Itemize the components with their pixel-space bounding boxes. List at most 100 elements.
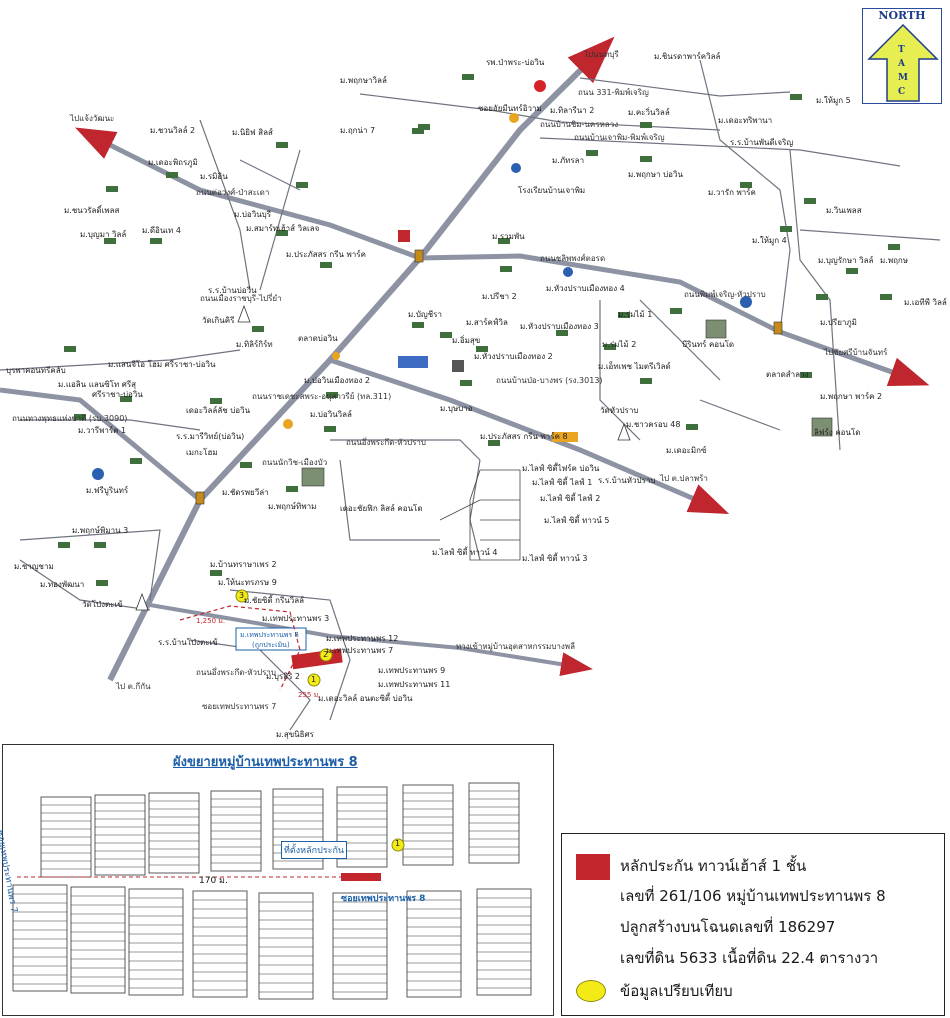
road-label: ถนนราชเดชะสพระ-อนุสาวรีย์ (ทล.311): [252, 392, 392, 401]
comparable-marker-1: [307, 673, 321, 687]
landmark-icons: [92, 80, 752, 480]
place-label: ม.เดอะพิถรภูมิ: [148, 158, 198, 167]
place-label: วัดหัวปราบ: [600, 406, 639, 415]
place-label: ม.พฤกษา บ่อวิน: [628, 170, 683, 179]
place-label: ม.บุญรักษา วิลล์: [818, 256, 874, 265]
road-to-chaengwattana: [75, 127, 421, 261]
place-label: ม.สาร์คฟ์วิล: [466, 318, 508, 327]
road-label: ไป ต.กีกัน: [116, 682, 151, 691]
place-label: ม.พฤกษาวิลล์: [340, 76, 387, 85]
plan-block: [148, 792, 200, 874]
place-label: ม.บุรสิริ 2: [266, 672, 301, 681]
place-label: ม.ปรีชา 2: [482, 292, 517, 301]
place-label: ม.บ่อวินวิลล์: [310, 410, 352, 419]
road-label: ถนนเมืองราชบุรี-ไปรี่ยำ: [200, 294, 282, 303]
road-label: ถนนอึ่งพระกึด-หัวปราบ: [346, 438, 426, 447]
road-label: ไปนนทบุรี: [584, 50, 619, 59]
place-label: บุรพาคอนทรีคลับ: [6, 366, 66, 375]
place-label: เดอะวิลล์ลัช บ่อวิน: [186, 406, 251, 415]
place-label: ม.ฟรีบูรินทร์: [86, 486, 129, 495]
place-label: ม.ไลฟ์ ซิตี้ ทาวน์ 4: [432, 548, 498, 557]
place-label: ม.รมิอิน: [200, 172, 228, 181]
legend-comparable-swatch: [576, 980, 606, 1002]
legend-line-2: เลขที่ 261/106 หมู่บ้านเทพประทานพร 8: [620, 887, 886, 905]
village-icons: [58, 74, 900, 586]
road-label: ไป ต.ปลาพร้า: [660, 474, 708, 483]
place-label: ม.เทพประทานพร 12: [326, 634, 399, 643]
plan-subject-lot: [341, 873, 381, 881]
plan-block: [402, 784, 454, 866]
place-label: ม.ชาญชาม: [14, 562, 54, 571]
life-city-grid: [439, 469, 521, 561]
road-label: ถนนบ้านเจาพิม-พิมพ์เจริญ: [574, 133, 665, 142]
location-map: NORTH T A M C ไปนนทบุรีไปแจ้งวัฒนะถนน 33…: [0, 8, 947, 739]
place-label: ม.บ้านทราษาเพร 2: [210, 560, 277, 569]
north-arrow: NORTH T A M C: [862, 8, 942, 104]
plan-marker-label: 1: [395, 839, 401, 848]
place-label: ม.แอลิน แลนซิโท ศรีสุ: [58, 380, 137, 389]
place-label: ตลาดบ่อวิน: [298, 334, 338, 343]
place-label: ม.บ่อวินบุรี: [234, 210, 272, 219]
place-label: ซอยอัยมีนทร์อิวาม: [478, 104, 542, 113]
place-label: ม.เทพประทานพร 3: [262, 614, 330, 623]
place-label: ม.ไลฟ์ ซิตี้ ทาวน์ 5: [544, 516, 610, 525]
place-label: ร.ร.บ้านพันดีเจริญ: [730, 138, 794, 147]
place-label: ม.ไลฟ์ ซิตี้ ไลฟ์ 2: [540, 494, 601, 503]
plan-block: [468, 782, 520, 864]
road-label: ถนนต่อวงศ์-ป่าสะเดา: [196, 188, 270, 197]
plan-block: [406, 890, 462, 998]
place-label: ม.เดอะมิกซ์: [666, 446, 707, 455]
callout-subject-note: (ถูกประเมิน): [252, 641, 290, 649]
place-label: ม.ชนวรัลดิ์เพลส: [64, 206, 120, 215]
place-label: ม.บุษบาอ: [440, 404, 473, 413]
plan-block: [210, 790, 262, 872]
tamc-letter-a: A: [898, 59, 905, 69]
plan-comparable-marker: [391, 838, 405, 852]
place-label: รพ.ป่าพระ-บ่อวิน: [486, 58, 545, 67]
plan-soi-label: ซอยเทพประทานพร 8: [341, 894, 426, 904]
plan-block: [332, 892, 388, 1000]
place-label: ม.เทพประทานพร 9: [378, 666, 446, 675]
place-label: ม.ประภัสสร กรีน พาร์ค 8: [480, 432, 568, 441]
distance-255: 255 ม.: [298, 691, 321, 699]
place-label: เดอะชัยฟิก ลิสล์ คอนโด: [340, 504, 423, 513]
plan-distance: 170 ม.: [199, 876, 228, 886]
place-label: ตลาดสำลวง: [766, 370, 809, 379]
place-label: ม.ชินรดาพาร์ควิลล์: [654, 52, 721, 61]
plan-block: [128, 888, 184, 996]
place-label: ม.ให้มูก 4: [752, 236, 787, 245]
callout-subject-village: ม.เทพประทานพร 8: [240, 631, 299, 639]
place-label: ม.ให้มูก 5: [816, 96, 851, 105]
road-label: ไปชัยศรีบ้านจันทร์: [824, 348, 888, 357]
plan-block: [258, 892, 314, 1000]
road-northwest: [0, 387, 202, 502]
place-label: ม.ชัยซิตี้ กรีนวิลล์: [244, 596, 305, 605]
plan-block: [40, 796, 92, 878]
place-label: ม.ชาวครอบ 48: [626, 420, 681, 429]
road-label: ซอยเทพประทานพร 7: [202, 702, 277, 711]
comparable-marker-2: [319, 648, 333, 662]
north-label: NORTH: [878, 9, 926, 22]
plan-title: ผังขยายหมู่บ้านเทพประทานพร 8: [173, 755, 358, 770]
place-label: ม.นิยิฟ สิลส์: [232, 128, 273, 137]
place-label: ม.ชวนวิลล์ 2: [150, 126, 196, 135]
place-label: โรงเรียนบ้านเจาพิม: [518, 186, 586, 195]
legend-line-5: ข้อมูลเปรียบเทียบ: [620, 982, 733, 1000]
temple-icons: [135, 304, 631, 611]
place-label: ม.เทพประทานพร 7: [326, 646, 394, 655]
road-label: ถนนบ้านป่อ-บางพร (รง.3013): [496, 376, 603, 385]
road-industrial: [149, 603, 593, 677]
place-label: ม.ทิลิร์กิร์ท: [236, 340, 273, 349]
traffic-light-icons: [195, 249, 783, 505]
legend: หลักประกัน ทาวน์เฮ้าส์ 1 ชั้น เลขที่ 261…: [561, 833, 945, 1016]
place-label: ม.ร่มไม้ 2: [602, 340, 637, 349]
condo-icons: [301, 319, 833, 487]
highway-331: [107, 36, 615, 682]
place-label: เมกะโฮม: [186, 448, 218, 457]
plan-block: [70, 886, 126, 994]
place-label: ม.ประภัสสร กรีน พาร์ค: [286, 250, 366, 259]
place-label: ม.ปรียาภูมิ: [820, 318, 857, 327]
map-roads: [0, 36, 941, 731]
place-label: ม.ดีอินเท 4: [142, 226, 181, 235]
place-label: ม.เอ็ทเพช ไมตรีเวิลด์: [598, 362, 671, 371]
